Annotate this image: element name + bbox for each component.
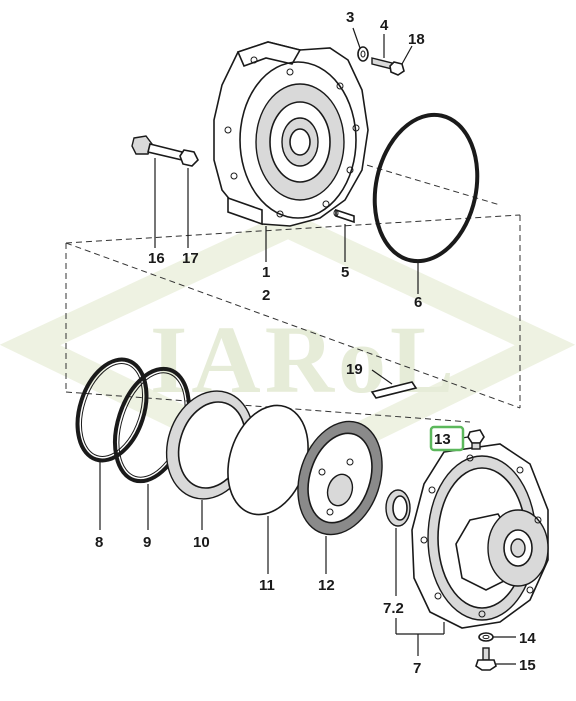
callout-5[interactable]: 5 xyxy=(341,264,349,281)
callout-6[interactable]: 6 xyxy=(414,294,422,311)
washer-part-3[interactable] xyxy=(357,46,369,62)
callout-2[interactable]: 2 xyxy=(262,287,270,304)
callout-16[interactable]: 16 xyxy=(148,250,165,267)
washer-part-14[interactable] xyxy=(478,632,494,642)
callout-7-2[interactable]: 7.2 xyxy=(383,600,404,617)
snap-ring-part-8[interactable] xyxy=(65,351,158,470)
callout-labels: 3 4 18 16 17 1 2 5 6 19 13 8 9 10 11 12 … xyxy=(95,9,536,677)
callout-3[interactable]: 3 xyxy=(346,9,354,26)
callout-15[interactable]: 15 xyxy=(519,657,536,674)
callout-9[interactable]: 9 xyxy=(143,534,151,551)
callout-10[interactable]: 10 xyxy=(193,534,210,551)
callout-1[interactable]: 1 xyxy=(262,264,270,281)
callout-13[interactable]: 13 xyxy=(434,431,451,448)
screw-part-15[interactable] xyxy=(475,647,497,671)
callout-13-highlight xyxy=(429,425,465,452)
callout-17[interactable]: 17 xyxy=(182,250,199,267)
callout-7[interactable]: 7 xyxy=(413,660,421,677)
callout-12[interactable]: 12 xyxy=(318,577,335,594)
nut-part-18[interactable] xyxy=(389,61,405,76)
nut-part-17[interactable] xyxy=(179,149,199,167)
o-ring-part-6[interactable] xyxy=(362,105,491,271)
friction-disc-part-12[interactable] xyxy=(284,410,396,545)
dowel-pin-part-5[interactable] xyxy=(333,208,355,224)
callout-11[interactable]: 11 xyxy=(259,577,275,594)
cover-part-7[interactable] xyxy=(411,443,549,629)
callout-18[interactable]: 18 xyxy=(408,31,425,48)
housing-part[interactable] xyxy=(213,41,369,227)
bolt-part-16[interactable] xyxy=(131,135,183,162)
leader-lines xyxy=(99,27,516,665)
bushing-part-7-2[interactable] xyxy=(385,489,411,527)
callout-19[interactable]: 19 xyxy=(346,361,363,378)
callout-4[interactable]: 4 xyxy=(380,17,389,34)
callout-8[interactable]: 8 xyxy=(95,534,103,551)
callout-14[interactable]: 14 xyxy=(519,630,536,647)
shim-part-19[interactable] xyxy=(370,381,418,399)
